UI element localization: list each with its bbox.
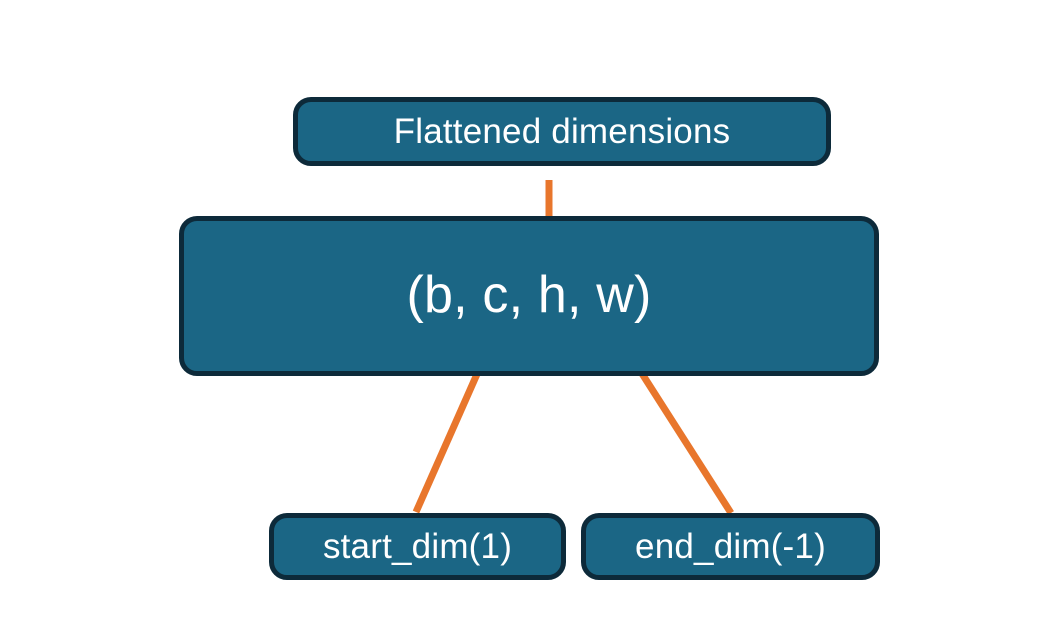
node-flattened-dimensions[interactable]: Flattened dimensions [293, 97, 831, 166]
node-start-dim[interactable]: start_dim(1) [269, 513, 566, 580]
node-end-dim-label: end_dim(-1) [635, 527, 826, 566]
node-end-dim[interactable]: end_dim(-1) [581, 513, 880, 580]
node-flattened-dimensions-label: Flattened dimensions [393, 112, 731, 151]
node-start-dim-label: start_dim(1) [322, 527, 513, 566]
node-tensor-shape[interactable]: (b, c, h, w) [179, 216, 879, 376]
node-tensor-shape-label: (b, c, h, w) [406, 266, 652, 324]
